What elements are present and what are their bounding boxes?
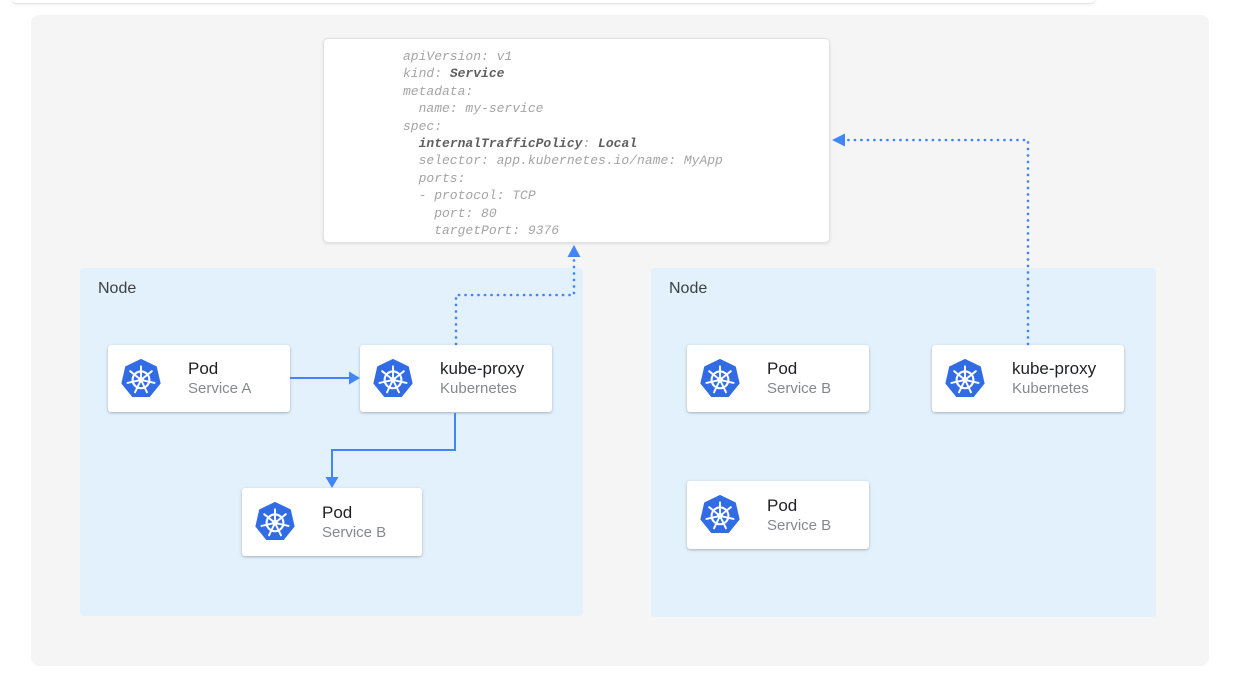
code-line: targetPort: 9376 <box>403 223 560 239</box>
node-right-label: Node <box>669 280 708 297</box>
card-title: Pod <box>767 495 798 515</box>
node-right: Node <box>651 268 1156 617</box>
code-line: port: 80 <box>403 205 497 221</box>
kubernetes-icon <box>373 358 413 397</box>
code-line: spec: <box>403 118 443 134</box>
card-title: kube-proxy <box>440 359 525 378</box>
code-line: internalTrafficPolicy: Local <box>418 136 638 152</box>
kubernetes-icon <box>121 358 161 397</box>
top-card-edge <box>12 0 1095 3</box>
card-kube-proxy-right: kube-proxy Kubernetes <box>932 345 1124 412</box>
code-line: kind: Service <box>403 66 505 82</box>
card-title: Pod <box>188 359 219 378</box>
code-line: ports: <box>403 170 466 186</box>
kubernetes-icon <box>700 358 740 397</box>
code-line: metadata: <box>403 83 474 99</box>
code-line: - protocol: TCP <box>403 188 536 204</box>
card-title: Pod <box>767 359 798 378</box>
node-left-label: Node <box>98 280 137 297</box>
card-title: kube-proxy <box>1012 359 1097 378</box>
card-pod-service-a: Pod Service A <box>108 345 290 412</box>
card-title: Pod <box>322 502 353 522</box>
card-subtitle: Service B <box>767 380 832 397</box>
code-line: selector: app.kubernetes.io/name: MyApp <box>403 153 723 169</box>
kubernetes-icon <box>945 358 985 397</box>
card-pod-service-b-right-2: Pod Service B <box>687 481 869 549</box>
card-subtitle: Service B <box>322 523 387 541</box>
kubernetes-icon <box>255 501 295 541</box>
code-line: apiVersion: v1 <box>403 49 513 64</box>
node-left: Node <box>80 268 583 616</box>
code-line: name: my-service <box>403 101 544 117</box>
kubernetes-icon <box>700 494 740 534</box>
card-pod-service-b-left: Pod Service B <box>242 488 422 556</box>
card-pod-service-b-right-1: Pod Service B <box>687 345 869 412</box>
card-subtitle: Kubernetes <box>1012 380 1089 397</box>
card-kube-proxy-left: kube-proxy Kubernetes <box>360 345 552 412</box>
card-subtitle: Kubernetes <box>440 380 517 397</box>
card-subtitle: Service B <box>767 516 832 534</box>
card-subtitle: Service A <box>188 380 252 397</box>
